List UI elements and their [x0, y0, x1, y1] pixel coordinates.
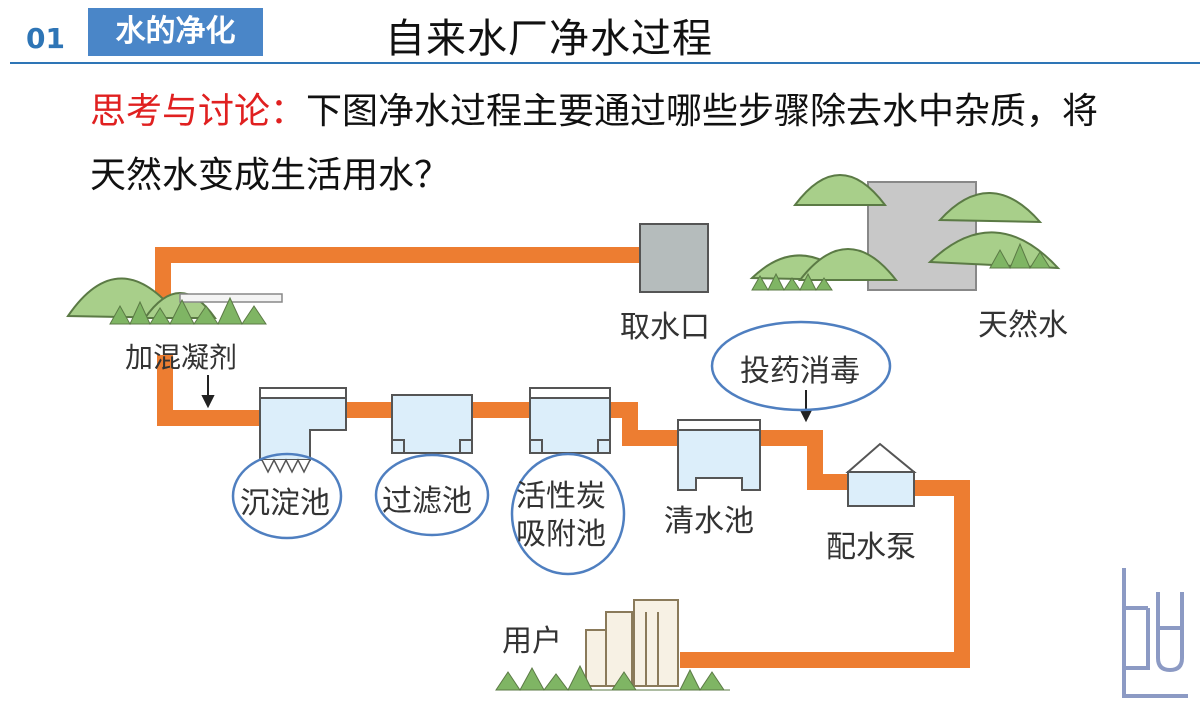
clear-water-tank — [677, 419, 761, 491]
disinfect-arrow — [799, 390, 813, 423]
sedimentation-label: 沉淀池 — [240, 486, 330, 521]
left-hills — [66, 277, 283, 326]
sedimentation-tank — [259, 387, 347, 474]
pump-label: 配水泵 — [826, 530, 916, 565]
discussion-question: 思考与讨论：下图净水过程主要通过哪些步骤除去水中杂质，将天然水变成生活用水？ — [90, 80, 1100, 208]
clear-water-label: 清水池 — [664, 504, 754, 539]
pipe-pump-users — [680, 480, 970, 668]
question-lead: 思考与讨论： — [90, 91, 307, 132]
pipe-carbon-clear — [610, 402, 680, 446]
user-buildings — [495, 599, 730, 691]
carbon-label-line1: 活性炭 — [516, 479, 606, 514]
highlight-carbon — [510, 452, 626, 576]
section-number: 01 — [26, 22, 65, 55]
carbon-tank — [529, 387, 611, 454]
grass-icon — [989, 242, 1051, 270]
section-label: 水的净化 — [88, 8, 263, 56]
carbon-label: 活性炭 吸附池 — [516, 478, 606, 554]
carbon-label-line2: 吸附池 — [516, 517, 606, 552]
coagulant-label: 加混凝剂 — [125, 341, 238, 374]
grass-icon — [495, 664, 730, 691]
intake-label: 取水口 — [620, 310, 710, 345]
highlight-disinfect — [710, 320, 892, 412]
coagulant-arrow — [201, 375, 215, 409]
header-divider — [10, 62, 1200, 64]
flask-icon — [1122, 568, 1188, 698]
intake-pipe — [155, 247, 640, 318]
pipe-network — [155, 247, 970, 668]
highlight-filtration — [374, 453, 490, 537]
hill-icon — [937, 192, 1043, 224]
hill-icon — [792, 174, 888, 206]
main-pipe — [157, 355, 262, 426]
grass-icon — [109, 296, 267, 326]
pipe-clear-pump — [760, 430, 848, 490]
disinfect-label: 投药消毒 — [740, 354, 860, 389]
filtration-label: 过滤池 — [382, 484, 472, 519]
hill-icon — [797, 248, 899, 281]
highlight-sedimentation — [231, 452, 343, 540]
natural-water-label: 天然水 — [978, 308, 1068, 343]
question-text: 下图净水过程主要通过哪些步骤除去水中杂质，将天然水变成生活用水？ — [90, 91, 1099, 196]
natural-water-scene — [749, 174, 1061, 292]
grass-icon — [751, 272, 833, 292]
pump-house — [845, 442, 917, 507]
filter-tank — [391, 394, 473, 454]
users-label: 用户 — [502, 624, 562, 659]
slide-title: 自来水厂净水过程 — [385, 16, 713, 62]
intake-box — [639, 223, 709, 293]
highlight-circles — [231, 320, 892, 576]
